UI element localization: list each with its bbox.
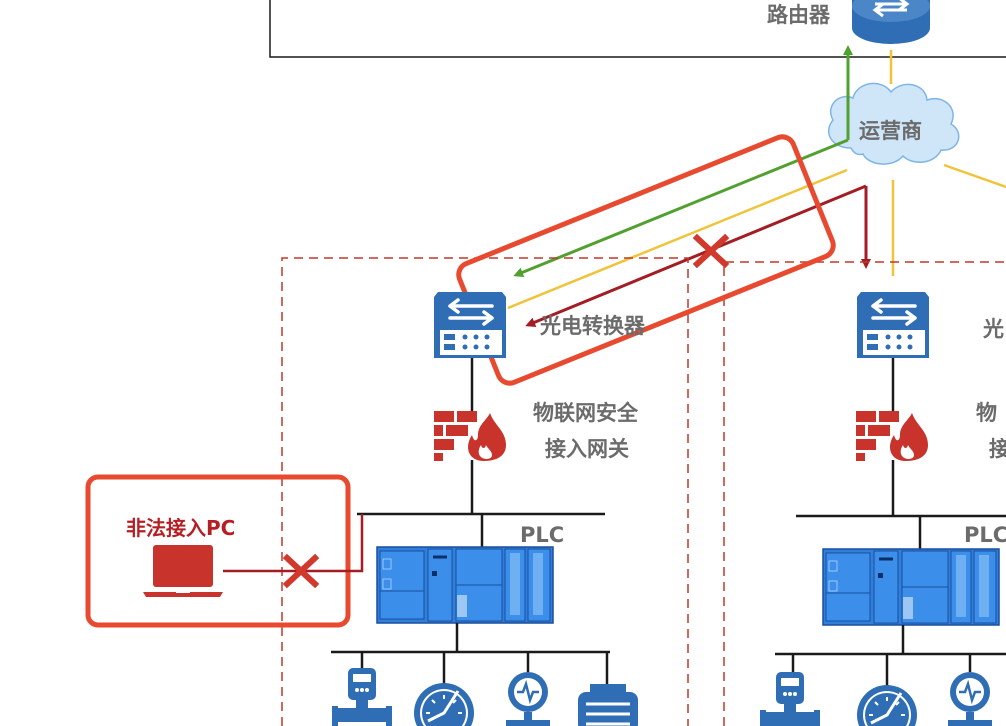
isp-label: 运营商 <box>859 119 922 143</box>
converter-label-right: 光 <box>982 317 1004 341</box>
site-zone-right <box>723 261 1006 726</box>
converter-label-left: 光电转换器 <box>539 314 646 338</box>
gateway-label-left-1: 物联网安全 <box>533 401 639 425</box>
device-chain-links <box>470 358 895 516</box>
transmitter-icon <box>332 668 392 726</box>
pressure-gauge-icon <box>412 681 476 726</box>
router-label: 路由器 <box>767 3 831 27</box>
illegal-pc-label: 非法接入PC <box>126 516 235 540</box>
plc-label-left: PLC <box>520 523 564 547</box>
transmitter-icon <box>760 672 820 726</box>
site-zone-left <box>281 257 689 726</box>
gateway-label-right-2: 接 <box>989 437 1006 461</box>
illegal-pc-box <box>85 474 351 628</box>
gateway-label-right-1: 物 <box>976 401 997 425</box>
plc-module-icon <box>821 547 1001 627</box>
router-icon <box>852 0 930 44</box>
gateway-label-left-2: 接入网关 <box>545 437 629 461</box>
isp-uplink-yellow <box>507 50 1006 310</box>
pump-icon <box>576 682 640 726</box>
laptop-icon <box>143 545 223 597</box>
flow-meter-icon <box>946 670 994 726</box>
plc-module-icon <box>375 545 555 625</box>
allowed-path-arrow <box>513 45 853 277</box>
optical-converter-icon <box>855 290 931 360</box>
attack-path-arrow <box>525 184 871 327</box>
firewall-icon <box>856 411 928 461</box>
field-bus-lower <box>331 623 1006 686</box>
illegal-pc-link <box>223 514 364 573</box>
firewall-icon <box>434 411 506 461</box>
plc-label-right: PLC <box>964 523 1006 547</box>
isp-network-box <box>269 0 1006 58</box>
flow-meter-icon <box>504 670 552 726</box>
control-bus-upper <box>357 512 1006 550</box>
pressure-gauge-icon <box>855 683 919 726</box>
blocked-x-icon <box>697 238 725 264</box>
optical-link-highlight <box>456 134 836 386</box>
optical-converter-icon <box>432 290 508 360</box>
